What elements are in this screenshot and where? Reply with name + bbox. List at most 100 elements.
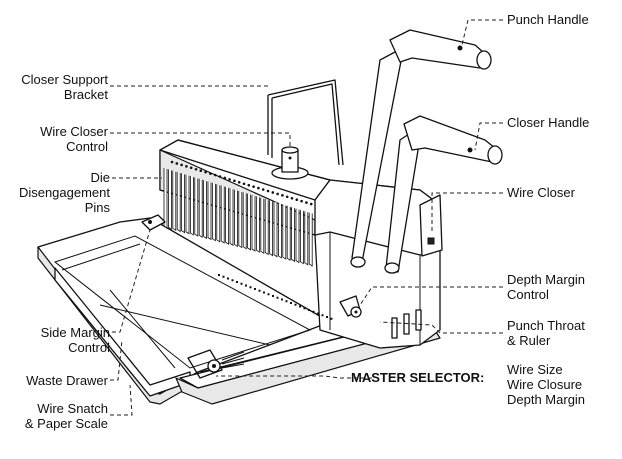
die-pin: [255, 196, 260, 253]
punch-comb: [170, 160, 313, 206]
comb-hole: [309, 202, 313, 206]
die-pin: [295, 208, 300, 264]
label-line: Disengagement: [18, 185, 110, 200]
punch-handle: [350, 29, 492, 268]
label-line: & Ruler: [507, 333, 551, 348]
comb-hole: [199, 169, 203, 172]
die-pin: [264, 199, 269, 256]
comb-hole: [305, 201, 308, 204]
die-pin: [291, 207, 295, 263]
comb-hole: [204, 170, 207, 174]
label-line: Wire Closer: [40, 124, 108, 139]
die-pin: [190, 176, 194, 236]
comb-hole: [233, 179, 236, 183]
comb-hole: [170, 160, 174, 164]
die-pin: [242, 192, 247, 250]
scale-tick: [231, 279, 234, 282]
comb-hole: [285, 195, 289, 199]
label-punch-handle: Punch Handle: [507, 12, 589, 27]
die-pin: [260, 197, 265, 255]
die-pin: [269, 200, 273, 257]
die-pin: [225, 186, 229, 245]
scale-tick: [281, 298, 283, 301]
scale-tick: [308, 309, 310, 311]
scale-tick: [240, 282, 243, 285]
label-punch-throat: Punch Throat & Ruler: [507, 318, 585, 348]
scale-tick: [267, 293, 270, 296]
comb-hole: [252, 185, 255, 188]
label-line: Control: [68, 340, 110, 355]
scale-tick: [299, 305, 301, 308]
scale-tick: [317, 312, 319, 315]
comb-hole: [300, 199, 303, 203]
depth-margin-control-knob: [339, 295, 362, 318]
label-line: Die: [90, 170, 110, 185]
comb-hole: [180, 163, 183, 167]
label-closer-support-bracket: Closer Support Bracket: [21, 72, 108, 102]
label-line: Control: [66, 139, 108, 154]
scale-tick: [249, 286, 252, 289]
die-pin: [216, 184, 221, 243]
comb-hole: [223, 176, 227, 180]
die-pin: [212, 182, 216, 242]
comb-hole: [185, 165, 188, 168]
die-pin: [168, 169, 172, 230]
label-closer-handle: Closer Handle: [507, 115, 590, 130]
comb-hole: [213, 173, 217, 177]
comb-hole: [189, 166, 193, 170]
label-line: Side Margin: [40, 325, 110, 340]
die-pin: [207, 181, 212, 241]
die-pin: [278, 203, 282, 259]
wire-closer-block: [419, 194, 443, 257]
die-pin: [286, 205, 291, 261]
die-pin: [247, 193, 251, 251]
scale-tick: [294, 303, 297, 306]
comb-hole: [242, 182, 246, 186]
scale-tick: [218, 274, 220, 276]
comb-hole: [257, 186, 260, 190]
die-pin: [181, 173, 185, 234]
comb-hole: [261, 188, 265, 191]
comb-hole: [237, 181, 241, 184]
die-pin: [251, 195, 256, 252]
die-pin: [308, 212, 313, 267]
closer-support-bracket: [267, 79, 344, 166]
die-pin: [238, 190, 243, 249]
die-pin: [172, 170, 177, 232]
scale-tick: [330, 317, 333, 320]
label-side-margin-control: Side Margin Control: [41, 325, 110, 355]
scale-tick: [263, 291, 265, 294]
label-line: & Paper Scale: [24, 416, 108, 431]
comb-hole: [209, 172, 212, 175]
scale-tick: [276, 296, 279, 299]
scale-tick: [236, 281, 238, 283]
label-line: Pins: [84, 200, 110, 215]
label-line: Wire Size: [507, 362, 563, 377]
die-pin: [203, 180, 207, 240]
label-line: Closer Support: [21, 72, 108, 87]
side-margin-control-knob: [141, 214, 166, 231]
die-pin: [273, 201, 278, 258]
master-selector-knob: [207, 351, 245, 373]
comb-hole: [271, 191, 275, 194]
scale-tick: [312, 310, 315, 313]
label-line: Depth Margin: [507, 392, 586, 407]
label-master-selector: MASTER SELECTOR:: [351, 370, 485, 385]
comb-hole: [266, 189, 270, 193]
comb-hole: [194, 167, 198, 171]
scale-tick: [254, 288, 256, 290]
die-pin: [185, 174, 190, 235]
die-pin: [194, 177, 199, 237]
die-pin: [229, 188, 234, 246]
die-pin: [234, 189, 238, 248]
comb-hole: [281, 194, 284, 197]
die-pins: [163, 168, 313, 267]
scale-tick: [272, 295, 274, 297]
comb-hole: [295, 198, 299, 201]
scale-tick: [258, 289, 261, 292]
comb-hole: [276, 192, 279, 196]
die-pin: [220, 185, 225, 244]
scale-tick: [326, 316, 328, 318]
die-pin: [176, 172, 181, 233]
